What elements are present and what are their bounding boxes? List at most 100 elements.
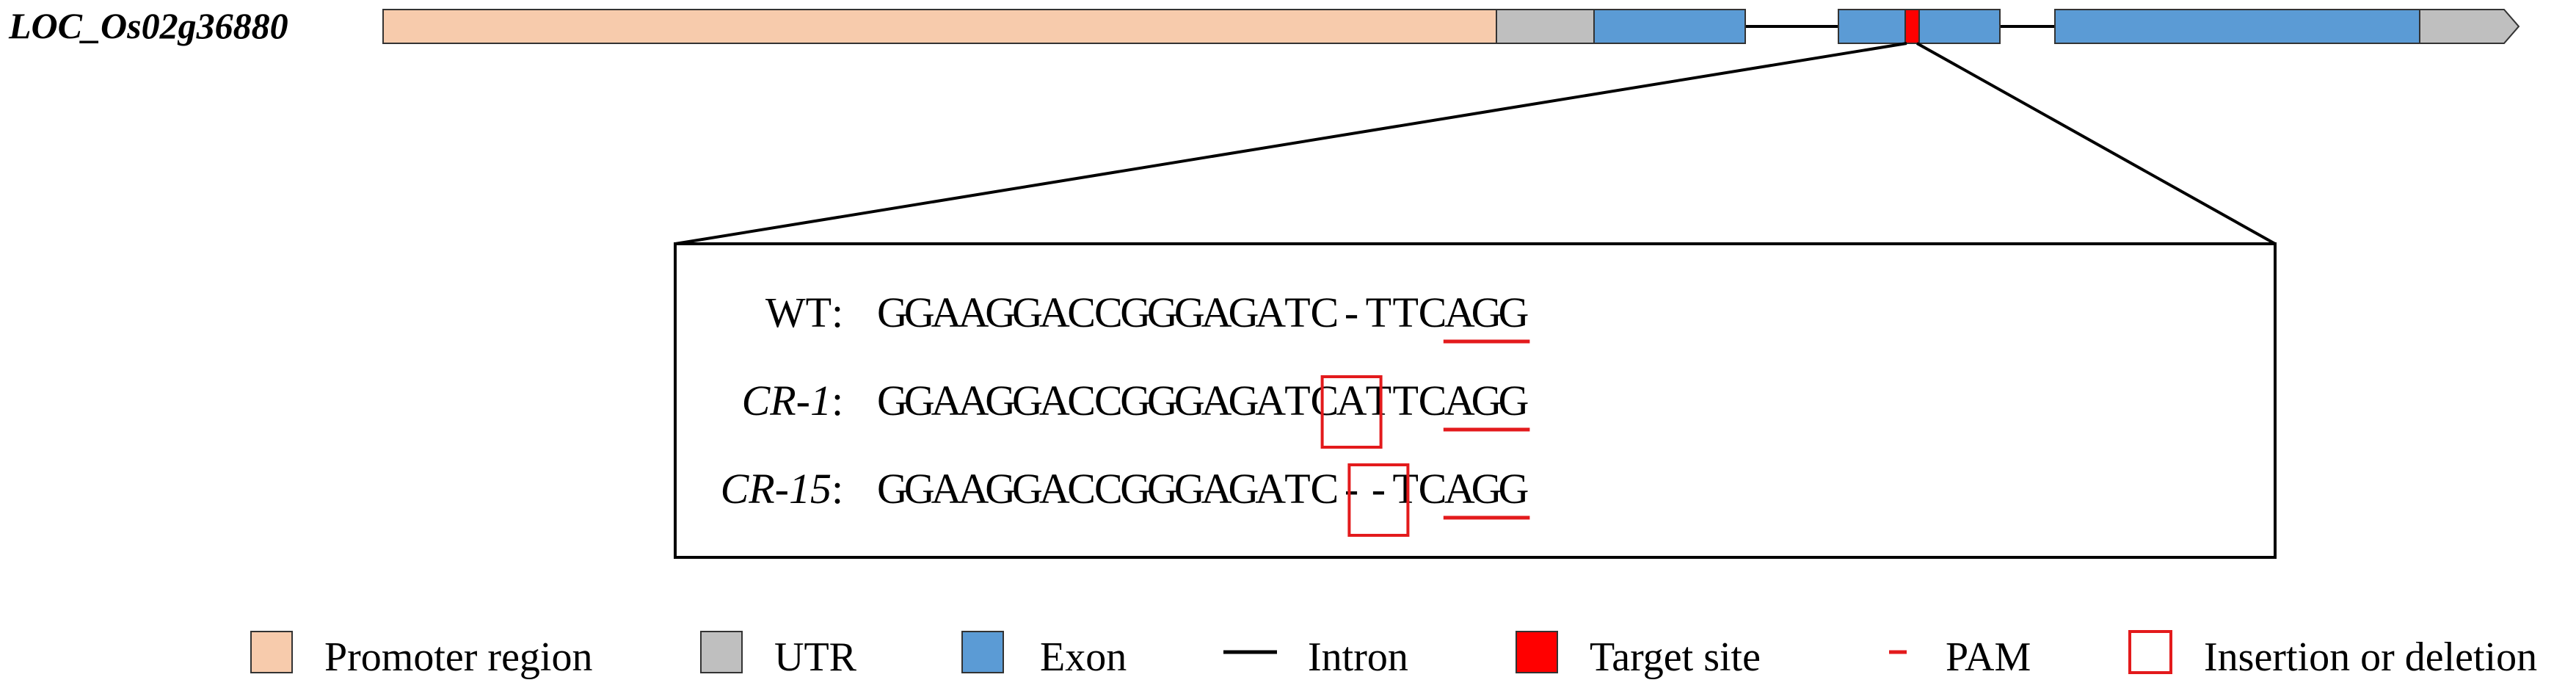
zoom-line-left bbox=[674, 42, 1907, 245]
sequence-base: A bbox=[1201, 289, 1232, 336]
sequence-base: A bbox=[1255, 377, 1286, 424]
sequence-base: T bbox=[1392, 289, 1418, 336]
sequence-base: T bbox=[1366, 377, 1391, 424]
sequence-base: G bbox=[985, 377, 1016, 424]
insertion-box bbox=[1320, 375, 1383, 449]
sequence-base: T bbox=[1284, 465, 1310, 513]
utr-block-5prime bbox=[1496, 9, 1595, 44]
sequence-base: G bbox=[1120, 465, 1151, 513]
sequence-base: A bbox=[1201, 465, 1232, 513]
sequence-base: G bbox=[1471, 289, 1502, 336]
sequence-base: G bbox=[877, 289, 908, 336]
deletion-box bbox=[1347, 463, 1410, 537]
sequence-base: T bbox=[1392, 377, 1418, 424]
sequence-base: A bbox=[931, 377, 962, 424]
sequence-base: A bbox=[1039, 465, 1070, 513]
sequence-base: T bbox=[1392, 465, 1418, 513]
sequence-base: C bbox=[1419, 289, 1447, 336]
legend-label-indel: Insertion or deletion bbox=[2204, 634, 2537, 680]
legend-label-target: Target site bbox=[1590, 634, 1761, 680]
sequence-base: G bbox=[877, 465, 908, 513]
sequence-base: A bbox=[1336, 377, 1367, 424]
row-label-colon: : bbox=[832, 465, 843, 513]
sequence-base: C bbox=[1094, 377, 1123, 424]
legend-label-intron: Intron bbox=[1308, 634, 1408, 680]
sequence-base: - bbox=[1372, 465, 1386, 513]
row-label: CR-1 bbox=[742, 377, 832, 424]
sequence-base: A bbox=[1444, 377, 1475, 424]
alignment-box bbox=[674, 242, 2277, 559]
sequence-base: C bbox=[1094, 289, 1123, 336]
row-label-colon: : bbox=[832, 377, 843, 424]
promoter-region-block bbox=[382, 9, 1497, 44]
sequence-base: G bbox=[1120, 289, 1151, 336]
sequence-base: A bbox=[1255, 465, 1286, 513]
exon-block-3 bbox=[2054, 9, 2420, 44]
sequence-base: A bbox=[1255, 289, 1286, 336]
sequence-base: G bbox=[1228, 465, 1259, 513]
sequence-base: G bbox=[1012, 289, 1043, 336]
sequence-base: G bbox=[1228, 377, 1259, 424]
legend-label-promoter: Promoter region bbox=[324, 634, 592, 680]
sequence-base: C bbox=[1067, 289, 1096, 336]
sequence-base: G bbox=[1012, 465, 1043, 513]
sequence-base: G bbox=[1174, 289, 1205, 336]
sequence-base: C bbox=[1067, 465, 1096, 513]
row-label: WT bbox=[765, 289, 832, 336]
sequence-base: G bbox=[1120, 377, 1151, 424]
sequence-base: A bbox=[958, 377, 989, 424]
sequence-base: C bbox=[1067, 377, 1096, 424]
sequence-base: G bbox=[1147, 465, 1178, 513]
sequence-base: G bbox=[1174, 377, 1205, 424]
zoom-line-right bbox=[1916, 42, 2276, 245]
sequence-base: A bbox=[958, 289, 989, 336]
legend-swatch-exon bbox=[961, 631, 1004, 673]
legend-label-utr: UTR bbox=[774, 634, 857, 680]
sequence-base: G bbox=[1012, 377, 1043, 424]
sequence-base: A bbox=[1039, 289, 1070, 336]
sequence-base: G bbox=[1147, 289, 1178, 336]
sequence-base: A bbox=[1444, 465, 1475, 513]
sequence-base: G bbox=[904, 289, 935, 336]
sequence-base: C bbox=[1419, 377, 1447, 424]
sequence-base: C bbox=[1419, 465, 1447, 513]
sequence-base: G bbox=[877, 377, 908, 424]
utr-block-3prime-arrow bbox=[2419, 9, 2520, 44]
legend-swatch-indel bbox=[2128, 630, 2172, 674]
sequence-base: - bbox=[1345, 465, 1358, 513]
sequence-base: C bbox=[1310, 377, 1339, 424]
sequence-base: T bbox=[1284, 289, 1310, 336]
legend-label-exon: Exon bbox=[1040, 634, 1127, 680]
sequence-base: G bbox=[1147, 377, 1178, 424]
sequence-base: G bbox=[1228, 289, 1259, 336]
sequence-base: - bbox=[1345, 289, 1358, 336]
row-label: CR-15 bbox=[721, 465, 832, 513]
sequence-base: G bbox=[1498, 465, 1529, 513]
target-site-block bbox=[1904, 9, 1920, 44]
sequence-base: A bbox=[958, 465, 989, 513]
legend-swatch-target bbox=[1516, 631, 1558, 673]
sequence-base: C bbox=[1310, 465, 1339, 513]
legend-label-pam: PAM bbox=[1946, 634, 2031, 680]
sequence-base: G bbox=[1471, 465, 1502, 513]
legend-swatch-promoter bbox=[250, 631, 293, 673]
sequence-base: C bbox=[1310, 289, 1339, 336]
legend: Promoter region UTR Exon Intron Target s… bbox=[250, 630, 2537, 680]
sequence-base: C bbox=[1094, 465, 1123, 513]
exon-block-1 bbox=[1593, 9, 1746, 44]
sequence-base: T bbox=[1366, 289, 1391, 336]
legend-swatch-utr bbox=[700, 631, 743, 673]
gene-model bbox=[382, 9, 2520, 44]
sequence-base: G bbox=[985, 289, 1016, 336]
sequence-base: G bbox=[1498, 377, 1529, 424]
sequence-base: A bbox=[1444, 289, 1475, 336]
sequence-base: A bbox=[931, 465, 962, 513]
sequence-base: A bbox=[1039, 377, 1070, 424]
sequence-base: G bbox=[1471, 377, 1502, 424]
sequence-base: T bbox=[1284, 377, 1310, 424]
sequence-base: G bbox=[1498, 289, 1529, 336]
sequence-base: G bbox=[904, 377, 935, 424]
gene-name-label: LOC_Os02g36880 bbox=[8, 5, 288, 46]
sequence-base: A bbox=[1201, 377, 1232, 424]
